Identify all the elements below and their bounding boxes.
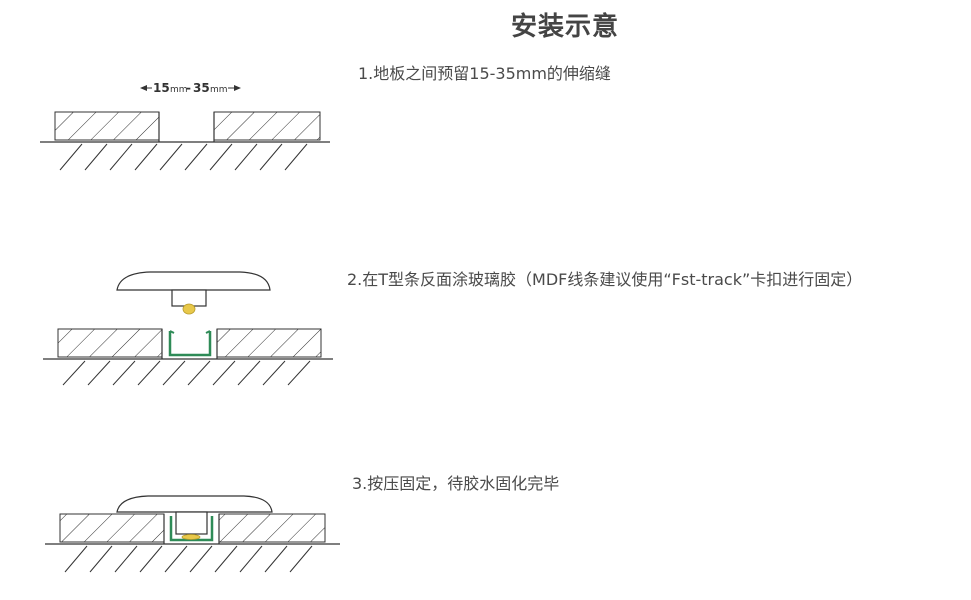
floor-board-right (216, 328, 322, 358)
step-3-text: 3.按压固定，待胶水固化完毕 (352, 474, 560, 493)
glue-layer (181, 534, 201, 540)
floor-board-right (218, 513, 326, 543)
dimension-min: 15 (153, 81, 170, 95)
dimension-unit-min: mm (170, 85, 188, 95)
dimension-max: 35 (193, 81, 210, 95)
glue-drop (182, 303, 196, 315)
t-strip (116, 495, 273, 535)
floor-board-left (54, 111, 160, 141)
press-fixed-diagram (45, 495, 340, 573)
dimension-dash: - (186, 81, 191, 95)
expansion-gap-diagram: 15 mm - 35 mm (40, 80, 330, 171)
subfloor-hatch (62, 360, 311, 386)
t-strip (116, 271, 271, 307)
apply-glue-diagram (43, 271, 333, 386)
fst-track (169, 516, 214, 542)
step-1-text: 1.地板之间预留15-35mm的伸缩缝 (358, 64, 611, 83)
floor-board-right (213, 111, 321, 141)
page-title: 安装示意 (510, 12, 619, 42)
floor-board-left (59, 513, 165, 543)
step-2-text: 2.在T型条反面涂玻璃胶（MDF线条建议使用“Fst-track”卡扣进行固定） (347, 270, 863, 289)
dimension-unit-max: mm (210, 85, 228, 95)
subfloor-hatch (64, 545, 313, 573)
fst-track (168, 331, 212, 357)
subfloor-hatch (59, 143, 308, 171)
floor-board-left (57, 328, 163, 358)
dimension-arrow: 15 mm - 35 mm (140, 80, 241, 95)
